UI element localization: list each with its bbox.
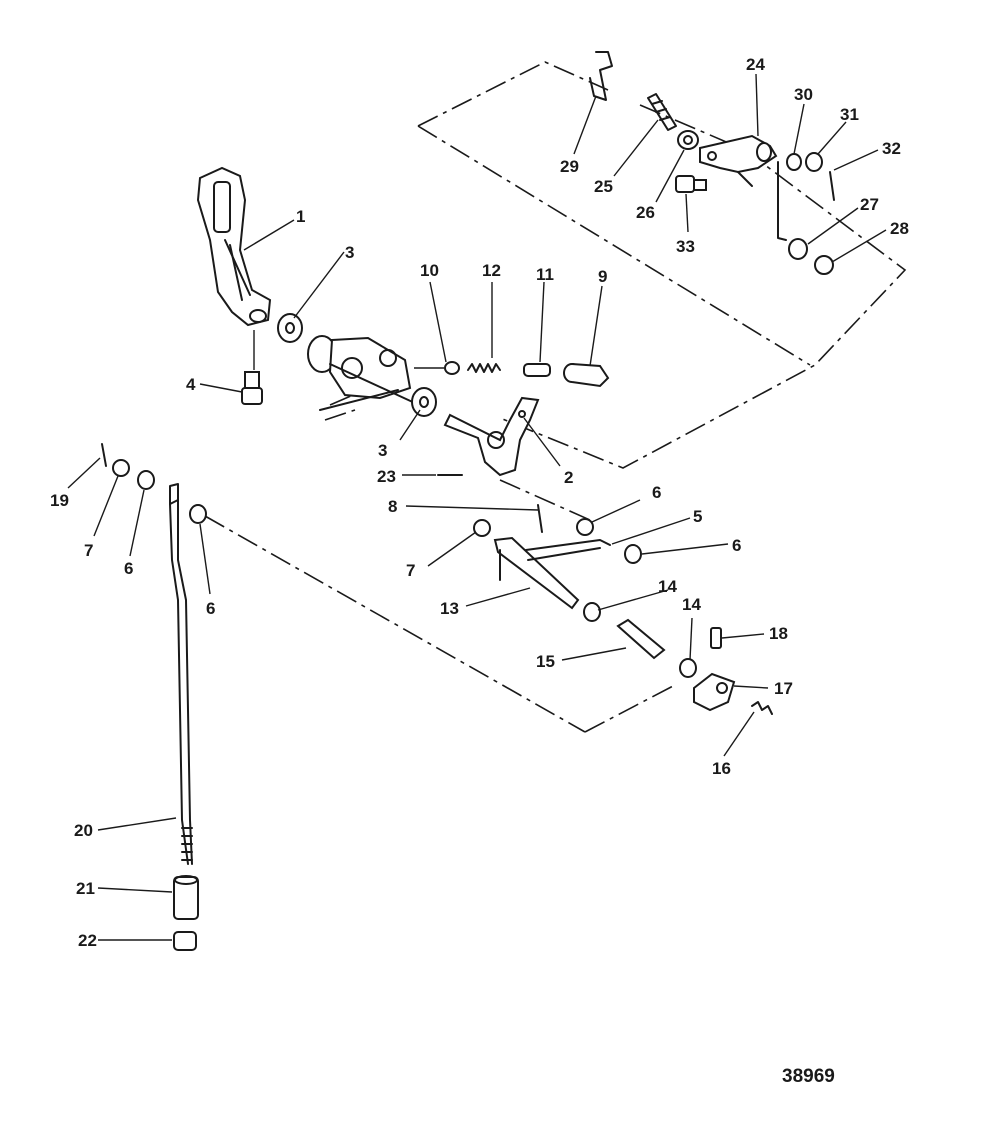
bracket-24 <box>699 134 787 241</box>
alignment-line-shaft <box>329 391 361 406</box>
callout-6: 6 <box>206 599 215 618</box>
callout-19: 19 <box>50 491 69 510</box>
callout-15: 15 <box>536 652 555 671</box>
nut-22 <box>173 931 197 951</box>
callout-3: 3 <box>378 441 387 460</box>
figure-number: 38969 <box>782 1066 835 1087</box>
callout-labels: 1 3 4 3 10 12 11 9 2 23 8 6 5 6 7 13 14 … <box>50 55 909 1087</box>
assembly-boundary-left <box>417 125 811 366</box>
washer-7-center <box>473 519 491 537</box>
callout-7: 7 <box>406 561 415 580</box>
assembly-boundary <box>417 61 609 127</box>
link-rod-20 <box>169 483 193 865</box>
callout-32: 32 <box>882 139 901 158</box>
callout-14: 14 <box>682 595 701 614</box>
callout-26: 26 <box>636 203 655 222</box>
bolt-33 <box>675 175 707 193</box>
nut-28 <box>814 255 834 275</box>
callout-10: 10 <box>420 261 439 280</box>
roller <box>444 361 460 375</box>
callout-6: 6 <box>732 536 741 555</box>
callout-17: 17 <box>774 679 793 698</box>
pin-18 <box>710 627 722 649</box>
callout-5: 5 <box>693 507 702 526</box>
callout-28: 28 <box>890 219 909 238</box>
nut-26 <box>677 130 699 150</box>
spring-16 <box>751 701 773 715</box>
bolt <box>241 330 263 405</box>
alignment-line-lower <box>204 515 586 733</box>
alignment-line-lower-right <box>584 684 676 733</box>
washer-lower <box>411 387 437 417</box>
callout-25: 25 <box>594 177 613 196</box>
callout-8: 8 <box>388 497 397 516</box>
alignment-line-shaft-2 <box>324 409 356 421</box>
bushing-27 <box>788 238 808 260</box>
callout-20: 20 <box>74 821 93 840</box>
washer-30 <box>786 153 802 171</box>
washer-6-lower <box>624 544 642 564</box>
callout-4: 4 <box>186 375 196 394</box>
leader-lines <box>67 73 887 941</box>
callout-31: 31 <box>840 105 859 124</box>
washer-7-left <box>112 459 130 477</box>
cotter-pin-8 <box>537 504 543 533</box>
callout-21: 21 <box>76 879 95 898</box>
callout-22: 22 <box>78 931 97 950</box>
callout-1: 1 <box>296 207 305 226</box>
callout-2: 2 <box>564 468 573 487</box>
washer-14-a <box>583 602 601 622</box>
nut-31 <box>805 152 823 172</box>
retainer-clip <box>589 51 613 101</box>
callout-9: 9 <box>598 267 607 286</box>
callout-6: 6 <box>652 483 661 502</box>
callout-27: 27 <box>860 195 879 214</box>
callout-12: 12 <box>482 261 501 280</box>
callout-6: 6 <box>124 559 133 578</box>
callout-3: 3 <box>345 243 354 262</box>
cotter-pin-32 <box>829 171 835 201</box>
pin <box>523 363 551 377</box>
cotter-pin-19 <box>101 443 107 467</box>
washer-14-b <box>679 658 697 678</box>
sleeve-21 <box>173 875 199 920</box>
callout-18: 18 <box>769 624 788 643</box>
callout-30: 30 <box>794 85 813 104</box>
knob <box>563 363 610 388</box>
cam-housing <box>307 335 412 411</box>
callout-11: 11 <box>536 265 554 284</box>
sleeve-15 <box>616 618 666 660</box>
alignment-line-mid <box>499 479 591 521</box>
callout-14: 14 <box>658 577 677 596</box>
washer-6-upper <box>576 518 594 536</box>
throttle-lever <box>196 166 272 327</box>
cam-lever <box>443 396 540 477</box>
callout-7: 7 <box>84 541 93 560</box>
washer-upper <box>277 313 303 343</box>
stud <box>647 93 677 131</box>
callout-24: 24 <box>746 55 765 74</box>
link-5 <box>525 539 611 561</box>
callout-13: 13 <box>440 599 459 618</box>
callout-23: 23 <box>377 467 396 486</box>
callout-16: 16 <box>712 759 731 778</box>
washer-6-right <box>189 504 207 524</box>
callout-29: 29 <box>560 157 579 176</box>
washer-6-left <box>137 470 155 490</box>
shaft-13 <box>493 536 580 610</box>
spring <box>467 363 501 373</box>
cam-17 <box>693 672 736 712</box>
callout-33: 33 <box>676 237 695 256</box>
